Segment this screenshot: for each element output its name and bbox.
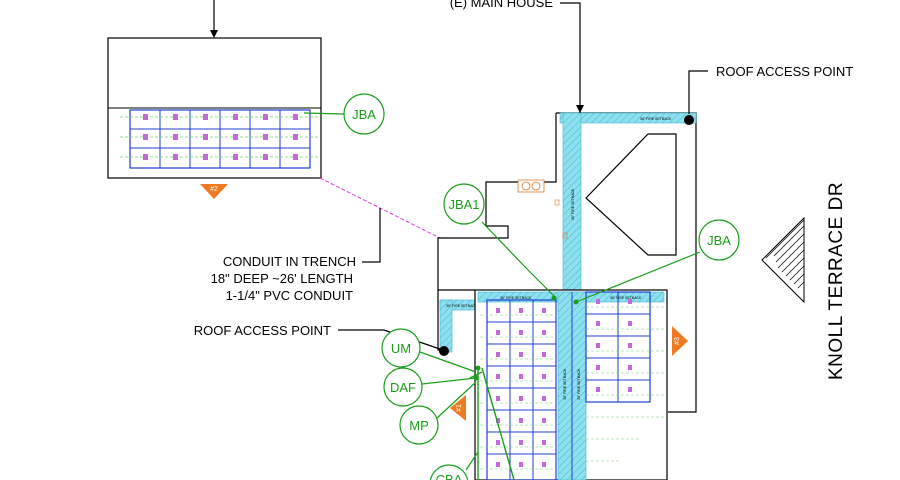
tag-jba-detached: JBA <box>303 93 385 135</box>
equipment-nodes <box>473 295 579 381</box>
roof-section-marker-r1: #1 <box>450 395 466 421</box>
svg-text:UM: UM <box>391 341 411 356</box>
fire-setback-label-main-right: 36" FIRE SETBACK <box>610 296 642 300</box>
svg-text:JBA1: JBA1 <box>448 197 479 212</box>
equipment-wiring <box>469 367 515 480</box>
solar-array-r3 <box>585 291 664 462</box>
main-house: 36" FIRE SETBACK 36" FIRE SETBACK 36" FI… <box>437 112 697 480</box>
conduit-line-1: CONDUIT IN TRENCH <box>223 254 356 269</box>
north-arrow-icon <box>761 216 805 304</box>
conduit-callout: CONDUIT IN TRENCH 18" DEEP ~26' LENGTH 1… <box>211 208 381 303</box>
fire-setback-label-main: 36" FIRE SETBACK <box>500 296 532 300</box>
detached-structure: #2 <box>107 0 322 199</box>
fire-setback-label-vertical: 36" FIRE SETBACK <box>571 188 575 220</box>
roof-section-marker-r3: #3 <box>672 326 688 356</box>
roof-access-label-left: ROOF ACCESS POINT <box>194 323 331 338</box>
fire-setback-label-mid-2: 36" FIRE SETBACK <box>577 368 581 400</box>
roof-access-dot-top <box>684 115 694 125</box>
conduit-line-2: 18" DEEP ~26' LENGTH <box>211 271 353 286</box>
tag-cba: CBA <box>429 451 479 480</box>
solar-array-r1 <box>480 299 557 480</box>
tag-daf: DAF <box>383 367 477 407</box>
svg-text:#1: #1 <box>456 404 463 412</box>
fire-setback-label-top: 36" FIRE SETBACK <box>640 117 672 121</box>
svg-text:JBA: JBA <box>707 233 731 248</box>
roof-access-label-top: ROOF ACCESS POINT <box>716 64 853 79</box>
svg-text:CBA: CBA <box>436 472 463 480</box>
svg-text:MP: MP <box>409 418 429 433</box>
fire-setback-label-mid: 36" FIRE SETBACK <box>563 368 567 400</box>
svg-text:DAF: DAF <box>390 380 416 395</box>
main-house-callout: (E) MAIN HOUSE <box>450 0 584 113</box>
roof-access-dot-left <box>439 346 449 356</box>
street-name: KNOLL TERRACE DR <box>826 182 847 380</box>
roof-section-marker-r2: #2 <box>200 184 228 199</box>
tag-um: UM <box>381 328 477 373</box>
svg-text:#2: #2 <box>210 186 218 193</box>
tag-jba-house: JBA <box>575 219 740 303</box>
roof-access-callout-left: ROOF ACCESS POINT <box>194 323 441 350</box>
roof-access-callout-top: ROOF ACCESS POINT <box>688 64 853 114</box>
fire-setback-label-left: 36" FIRE SETBACK <box>446 304 478 308</box>
svg-text:JBA: JBA <box>352 107 376 122</box>
conduit-line-3: 1-1/4" PVC CONDUIT <box>226 288 353 303</box>
svg-text:#3: #3 <box>674 337 681 345</box>
tag-mp: MP <box>399 381 477 445</box>
main-house-label: (E) MAIN HOUSE <box>450 0 554 10</box>
tag-jba1: JBA1 <box>443 183 557 299</box>
solar-array-r2 <box>120 109 318 169</box>
